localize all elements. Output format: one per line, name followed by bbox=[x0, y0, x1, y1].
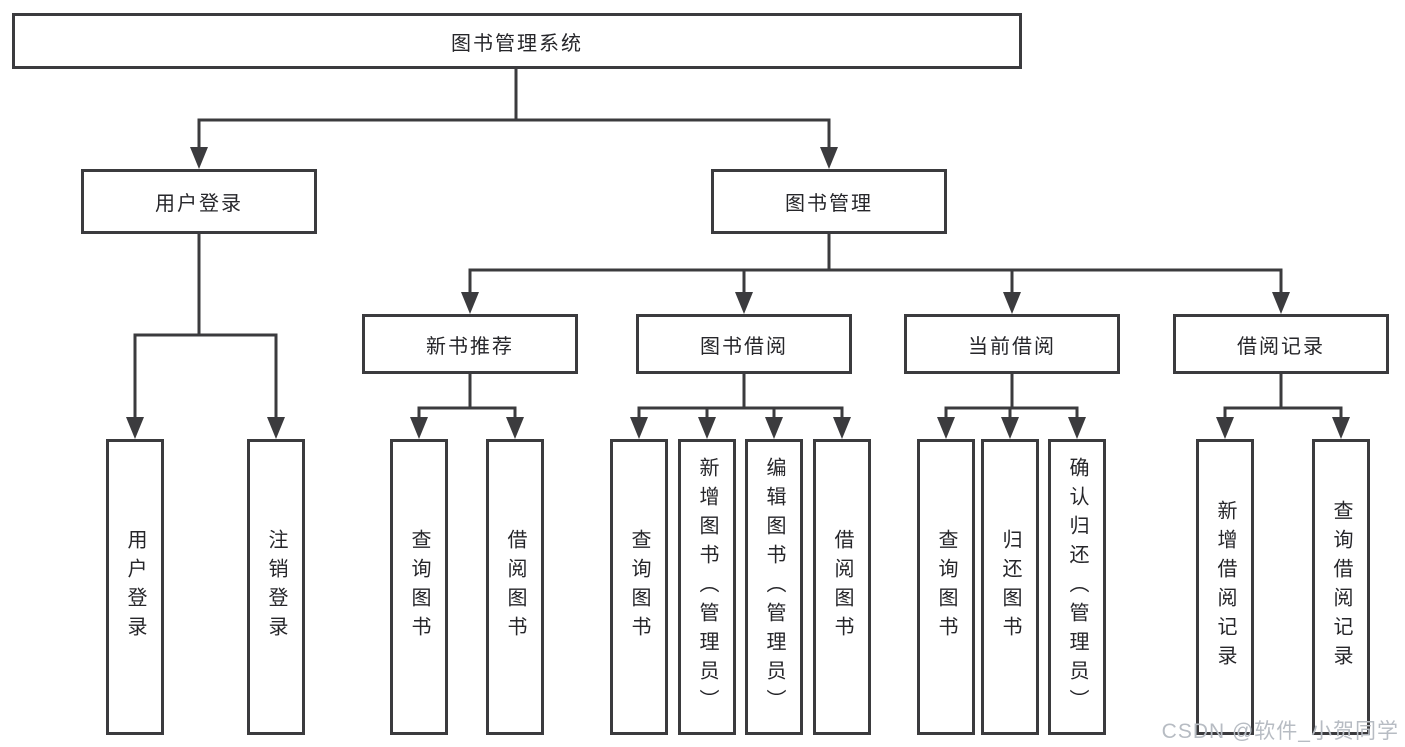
connector-root bbox=[190, 69, 838, 169]
leaf-logout: 注销登录 bbox=[247, 439, 305, 735]
node-user-login: 用户登录 bbox=[81, 169, 317, 234]
leaf-return-book: 归还图书 bbox=[981, 439, 1039, 735]
connector-book-management-group bbox=[461, 234, 1290, 314]
node-label: 图书管理系统 bbox=[451, 32, 583, 55]
leaf-borrow-book-2: 借阅图书 bbox=[813, 439, 871, 735]
node-system-root: 图书管理系统 bbox=[12, 13, 1022, 69]
leaf-confirm-return-admin: 确认归还（管理员） bbox=[1048, 439, 1106, 735]
node-label: 图书管理 bbox=[785, 193, 873, 215]
node-label: 用户登录 bbox=[155, 193, 243, 215]
leaf-user-login: 用户登录 bbox=[106, 439, 164, 735]
leaf-add-borrow-record: 新增借阅记录 bbox=[1196, 439, 1254, 735]
leaf-label: 查询图书 bbox=[408, 529, 430, 645]
connector-new-book-group bbox=[410, 374, 524, 439]
connector-book-borrow-group bbox=[630, 374, 851, 439]
leaf-query-borrow-record: 查询借阅记录 bbox=[1312, 439, 1370, 735]
node-borrow-record: 借阅记录 bbox=[1173, 314, 1389, 374]
node-book-management: 图书管理 bbox=[711, 169, 947, 234]
leaf-add-book-admin: 新增图书（管理员） bbox=[678, 439, 736, 735]
node-book-borrow: 图书借阅 bbox=[636, 314, 852, 374]
leaf-label: 编辑图书（管理员） bbox=[763, 456, 785, 718]
node-current-borrow: 当前借阅 bbox=[904, 314, 1120, 374]
connector-user-login-group bbox=[126, 234, 285, 439]
node-label: 当前借阅 bbox=[968, 335, 1056, 358]
leaf-label: 查询借阅记录 bbox=[1330, 500, 1352, 674]
leaf-label: 注销登录 bbox=[265, 529, 287, 645]
leaf-label: 归还图书 bbox=[999, 529, 1021, 645]
leaf-label: 确认归还（管理员） bbox=[1066, 456, 1088, 718]
leaf-query-book-1: 查询图书 bbox=[390, 439, 448, 735]
csdn-watermark: CSDN @软件_小贺同学 bbox=[1161, 720, 1399, 743]
connector-borrow-record-group bbox=[1216, 374, 1350, 439]
leaf-label: 用户登录 bbox=[124, 529, 146, 645]
leaf-borrow-book-1: 借阅图书 bbox=[486, 439, 544, 735]
leaf-edit-book-admin: 编辑图书（管理员） bbox=[745, 439, 803, 735]
leaf-query-book-2: 查询图书 bbox=[610, 439, 668, 735]
leaf-label: 新增图书（管理员） bbox=[696, 456, 718, 718]
leaf-query-book-3: 查询图书 bbox=[917, 439, 975, 735]
node-label: 图书借阅 bbox=[700, 335, 788, 358]
node-label: 借阅记录 bbox=[1237, 335, 1325, 358]
leaf-label: 新增借阅记录 bbox=[1214, 500, 1236, 674]
node-new-book-recommend: 新书推荐 bbox=[362, 314, 578, 374]
leaf-label: 借阅图书 bbox=[831, 529, 853, 645]
connector-current-borrow-group bbox=[937, 374, 1086, 439]
leaf-label: 查询图书 bbox=[935, 529, 957, 645]
leaf-label: 查询图书 bbox=[628, 529, 650, 645]
node-label: 新书推荐 bbox=[426, 335, 514, 358]
leaf-label: 借阅图书 bbox=[504, 529, 526, 645]
